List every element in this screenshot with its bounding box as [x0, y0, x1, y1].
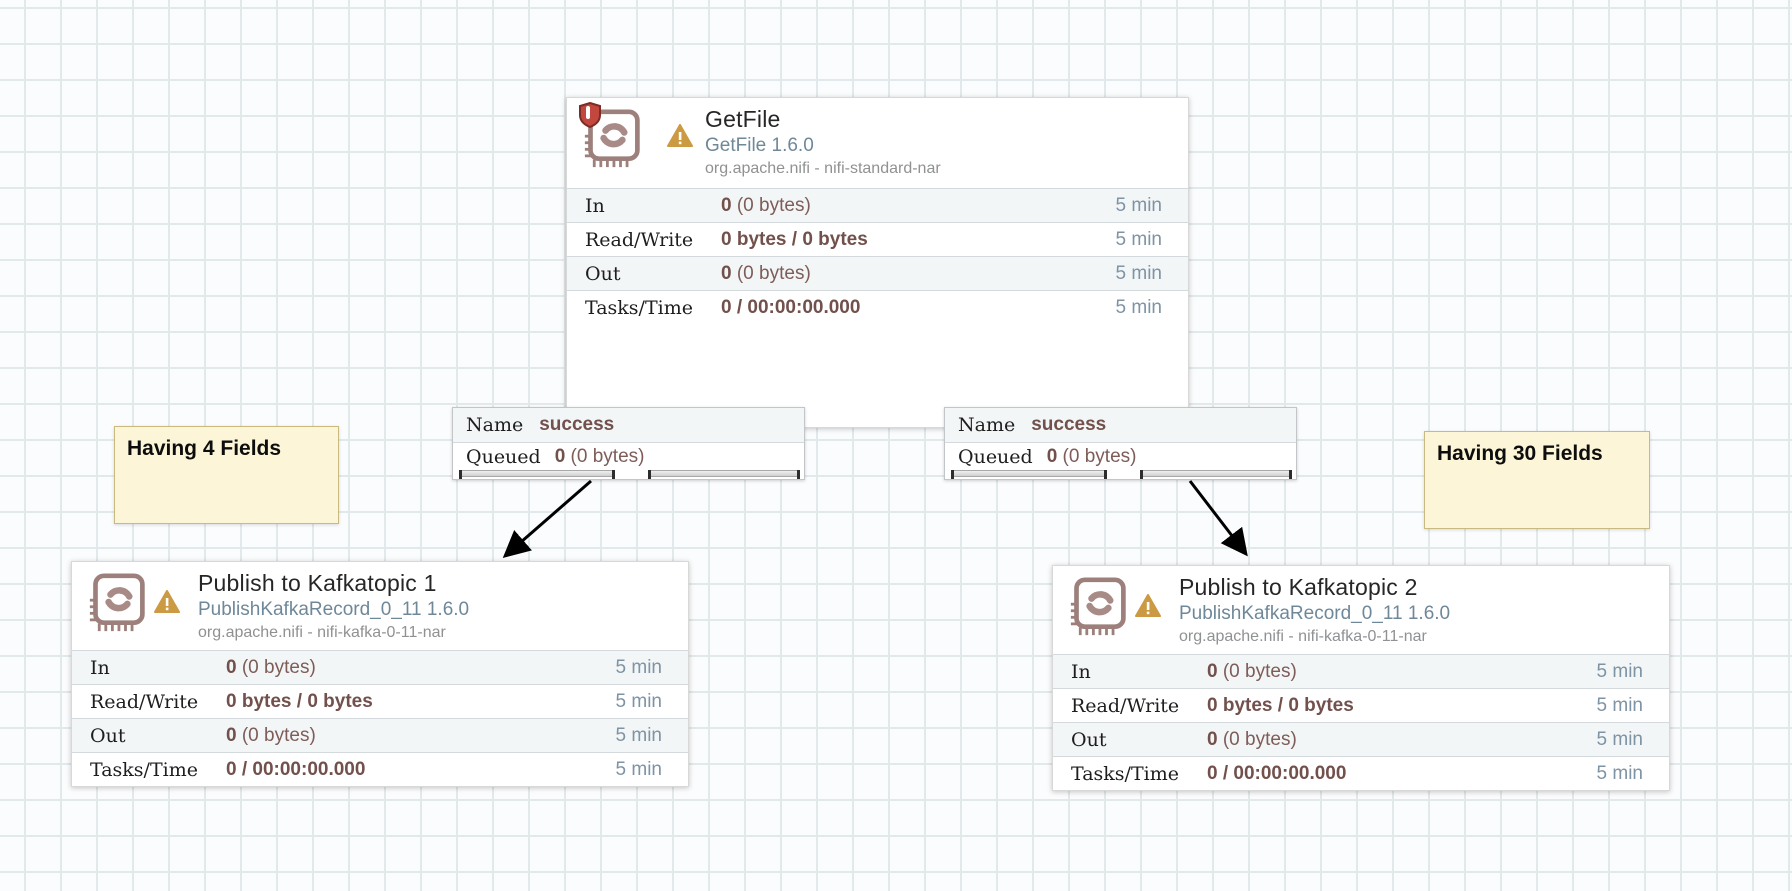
processor-stamp-icon [1069, 576, 1129, 638]
stat-value: 0 / 00:00:00.000 [721, 296, 861, 318]
connection-queued-value: 0 (0 bytes) [554, 445, 645, 467]
processor-type: PublishKafkaRecord_0_11 1.6.0 [1179, 603, 1451, 624]
stat-value: 0 bytes / 0 bytes [226, 690, 373, 712]
connection-relationship: success [539, 414, 615, 435]
stat-label: In [1071, 660, 1091, 683]
connection-label-left[interactable]: Name success Queued 0 (0 bytes) [452, 407, 805, 480]
stat-label: Tasks/Time [1071, 762, 1179, 785]
stat-row-out: Out 0 (0 bytes) 5 min [1053, 722, 1669, 756]
stat-window: 5 min [1596, 694, 1643, 716]
processor-header: Publish to Kafkatopic 1 PublishKafkaReco… [72, 562, 688, 650]
stat-window: 5 min [615, 758, 662, 780]
stat-label: Out [1071, 728, 1107, 751]
processor-publish-kafka-2[interactable]: Publish to Kafkatopic 2 PublishKafkaReco… [1052, 565, 1670, 791]
stat-label: Read/Write [585, 228, 694, 251]
stat-window: 5 min [615, 690, 662, 712]
stat-window: 5 min [1115, 262, 1162, 284]
processor-stamp-icon [579, 102, 643, 170]
stat-window: 5 min [1596, 728, 1643, 750]
stat-value: 0 (0 bytes) [721, 262, 811, 284]
processor-bundle: org.apache.nifi - nifi-standard-nar [705, 160, 941, 177]
processor-name: GetFile [705, 106, 781, 132]
stat-row-in: In 0 (0 bytes) 5 min [1053, 654, 1669, 688]
stat-label: Out [90, 724, 126, 747]
stat-row-readwrite: Read/Write 0 bytes / 0 bytes 5 min [72, 684, 688, 718]
stat-row-tasks: Tasks/Time 0 / 00:00:00.000 5 min [72, 752, 688, 786]
connection-queued-row: Queued 0 (0 bytes) [453, 443, 804, 470]
stat-label: In [90, 656, 110, 679]
connection-name-row: Name success [453, 408, 804, 443]
stat-value: 0 / 00:00:00.000 [226, 758, 366, 780]
queue-size-bar [1140, 470, 1292, 479]
stat-row-readwrite: Read/Write 0 bytes / 0 bytes 5 min [567, 222, 1188, 256]
label-having-30-fields[interactable]: Having 30 Fields [1424, 431, 1650, 529]
processor-publish-kafka-1[interactable]: Publish to Kafkatopic 1 PublishKafkaReco… [71, 561, 689, 787]
connection-queued-value: 0 (0 bytes) [1046, 445, 1137, 467]
processor-bundle: org.apache.nifi - nifi-kafka-0-11-nar [1179, 628, 1427, 645]
stat-value: 0 (0 bytes) [721, 194, 811, 216]
connection-queued-row: Queued 0 (0 bytes) [945, 443, 1296, 470]
stat-value: 0 (0 bytes) [1207, 728, 1297, 750]
stat-label: In [585, 194, 605, 217]
warning-triangle-icon [1135, 594, 1161, 618]
queue-indicators [453, 470, 804, 479]
stat-value: 0 (0 bytes) [226, 656, 316, 678]
stat-row-in: In 0 (0 bytes) 5 min [72, 650, 688, 684]
stat-label: Tasks/Time [585, 296, 693, 319]
stat-label: Read/Write [90, 690, 199, 713]
processor-bundle: org.apache.nifi - nifi-kafka-0-11-nar [198, 624, 446, 641]
processor-name: Publish to Kafkatopic 2 [1179, 574, 1418, 600]
queue-count-bar [459, 470, 615, 479]
stat-row-tasks: Tasks/Time 0 / 00:00:00.000 5 min [567, 290, 1188, 324]
stat-window: 5 min [1115, 228, 1162, 250]
stat-window: 5 min [1596, 660, 1643, 682]
stat-value: 0 bytes / 0 bytes [1207, 694, 1354, 716]
connection-name-row: Name success [945, 408, 1296, 443]
connection-queued-label: Queued [466, 445, 541, 468]
stat-window: 5 min [615, 656, 662, 678]
stat-row-out: Out 0 (0 bytes) 5 min [72, 718, 688, 752]
stat-value: 0 bytes / 0 bytes [721, 228, 868, 250]
processor-getfile[interactable]: GetFile GetFile 1.6.0 org.apache.nifi - … [566, 97, 1189, 428]
label-text: Having 30 Fields [1437, 442, 1603, 465]
warning-triangle-icon [667, 124, 693, 148]
processor-stamp-icon [88, 572, 148, 634]
stat-row-in: In 0 (0 bytes) 5 min [567, 188, 1188, 222]
stat-value: 0 (0 bytes) [226, 724, 316, 746]
connection-relationship: success [1031, 414, 1107, 435]
stat-window: 5 min [615, 724, 662, 746]
stat-window: 5 min [1596, 762, 1643, 784]
connection-queued-label: Queued [958, 445, 1033, 468]
stat-row-out: Out 0 (0 bytes) 5 min [567, 256, 1188, 290]
stat-value: 0 (0 bytes) [1207, 660, 1297, 682]
connection-name-label: Name [958, 414, 1016, 436]
queue-indicators [945, 470, 1296, 479]
queue-count-bar [951, 470, 1107, 479]
queue-size-bar [648, 470, 800, 479]
processor-header: Publish to Kafkatopic 2 PublishKafkaReco… [1053, 566, 1669, 654]
restricted-shield-icon [579, 102, 601, 128]
processor-type: PublishKafkaRecord_0_11 1.6.0 [198, 599, 470, 620]
processor-type: GetFile 1.6.0 [705, 135, 814, 156]
connection-label-right[interactable]: Name success Queued 0 (0 bytes) [944, 407, 1297, 480]
stat-window: 5 min [1115, 194, 1162, 216]
stat-label: Out [585, 262, 621, 285]
processor-name: Publish to Kafkatopic 1 [198, 570, 437, 596]
stat-label: Tasks/Time [90, 758, 198, 781]
stat-label: Read/Write [1071, 694, 1180, 717]
label-having-4-fields[interactable]: Having 4 Fields [114, 426, 339, 524]
processor-header: GetFile GetFile 1.6.0 org.apache.nifi - … [567, 98, 1188, 188]
connection-name-label: Name [466, 414, 524, 436]
stat-value: 0 / 00:00:00.000 [1207, 762, 1347, 784]
stat-row-readwrite: Read/Write 0 bytes / 0 bytes 5 min [1053, 688, 1669, 722]
stat-row-tasks: Tasks/Time 0 / 00:00:00.000 5 min [1053, 756, 1669, 790]
label-text: Having 4 Fields [127, 437, 282, 460]
warning-triangle-icon [154, 590, 180, 614]
stat-window: 5 min [1115, 296, 1162, 318]
